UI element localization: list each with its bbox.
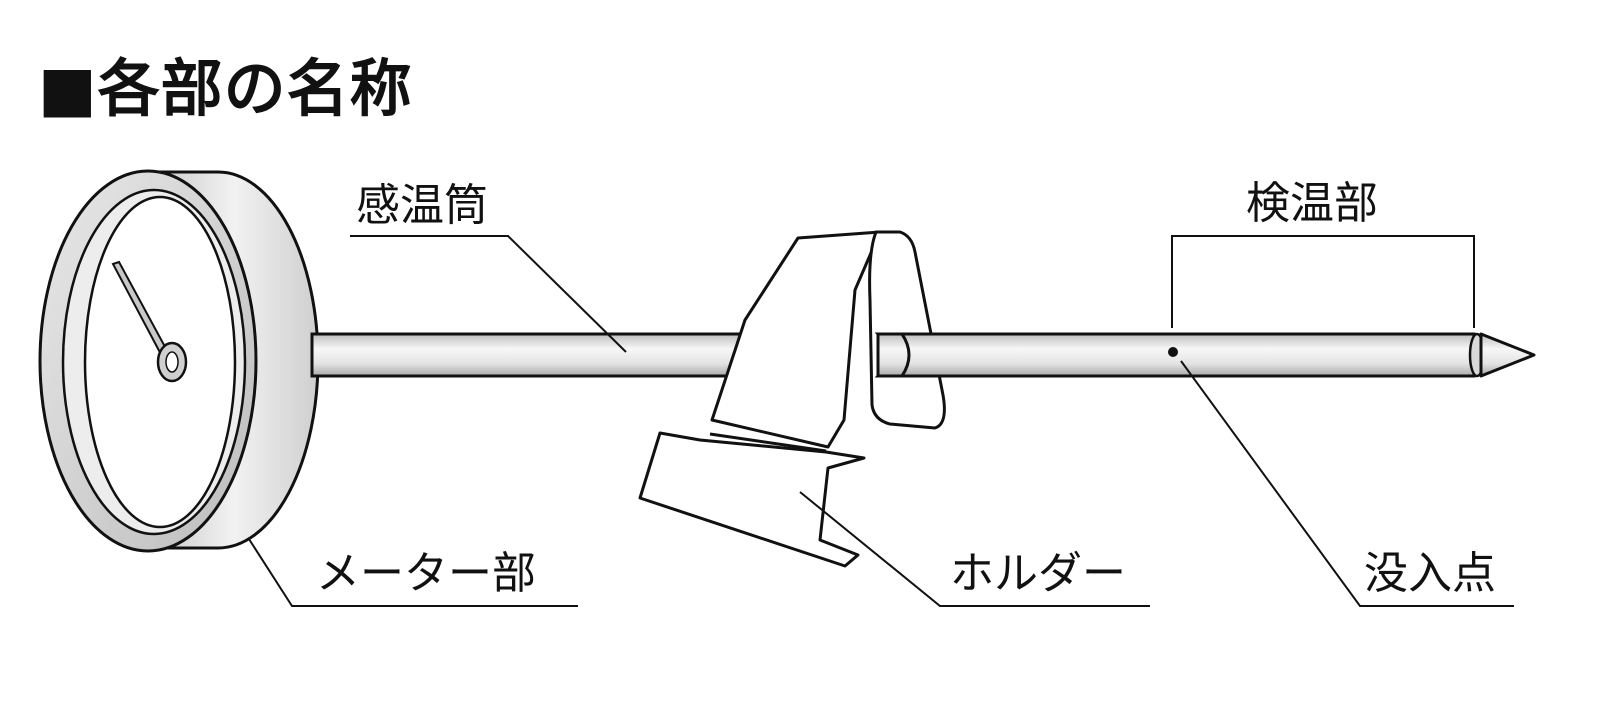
holder-back-plate bbox=[710, 230, 882, 449]
label-sensing-zone: 検温部 bbox=[1246, 178, 1378, 229]
label-meter-part: メーター部 bbox=[316, 548, 536, 599]
label-immersion-point: 没入点 bbox=[1364, 548, 1496, 599]
label-holder: ホルダー bbox=[950, 548, 1126, 599]
rod-stub-in-holder bbox=[876, 332, 911, 378]
sensor-bracket bbox=[1171, 235, 1475, 328]
rod-tip-point bbox=[1479, 332, 1536, 378]
holder-clip bbox=[638, 230, 946, 568]
immersion-point-dot bbox=[1168, 347, 1178, 357]
tube-leader-line bbox=[350, 235, 627, 353]
page-title: ■各部の名称 bbox=[38, 52, 413, 125]
holder-leader-line bbox=[799, 491, 1150, 607]
holder-tab-crease bbox=[709, 432, 827, 453]
meter-unit bbox=[38, 169, 320, 553]
immersion-leader-line bbox=[1180, 360, 1514, 607]
holder-spring-loop bbox=[868, 230, 946, 430]
holder-front-tab bbox=[638, 431, 866, 568]
label-sensing-tube: 感温筒 bbox=[356, 180, 488, 231]
meter-pivot-center bbox=[165, 351, 179, 373]
